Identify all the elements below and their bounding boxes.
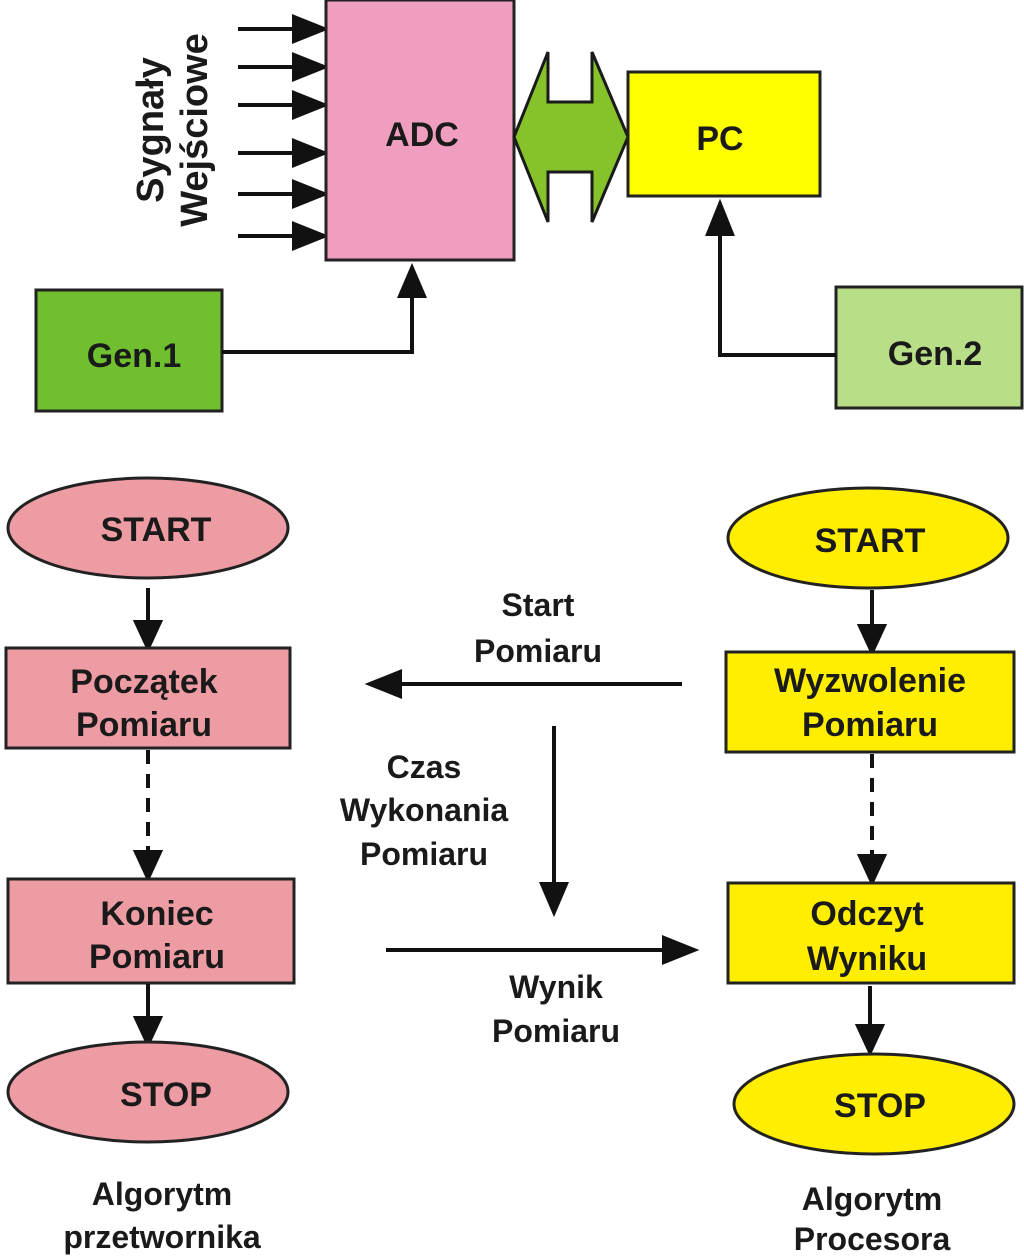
svg-text:Sygnały: Sygnały bbox=[130, 57, 172, 203]
input-signal-arrows bbox=[238, 14, 330, 251]
input-signals-label: Sygnały Wejściowe bbox=[130, 33, 216, 227]
svg-text:przetwornika: przetwornika bbox=[63, 1219, 261, 1255]
svg-text:Początek: Początek bbox=[70, 663, 217, 701]
input-signal-arrow bbox=[238, 221, 330, 251]
svg-text:ADC: ADC bbox=[385, 116, 459, 154]
svg-text:Wejściowe: Wejściowe bbox=[174, 33, 216, 227]
svg-text:Pomiaru: Pomiaru bbox=[360, 836, 488, 872]
svg-text:Gen.2: Gen.2 bbox=[888, 335, 982, 373]
pc-block: PC bbox=[626, 70, 822, 198]
processor-dashed-arrow bbox=[856, 754, 888, 887]
svg-text:Algorytm: Algorytm bbox=[802, 1181, 942, 1217]
svg-text:Pomiaru: Pomiaru bbox=[492, 1013, 620, 1049]
start-measurement-message: Start Pomiaru bbox=[474, 587, 602, 669]
gen1-to-adc-connector bbox=[222, 262, 428, 354]
processor-read-step: Odczyt Wyniku bbox=[726, 881, 1016, 985]
svg-text:Wyniku: Wyniku bbox=[807, 940, 927, 978]
converter-start-terminal: START bbox=[6, 476, 290, 580]
svg-text:Pomiaru: Pomiaru bbox=[76, 706, 212, 744]
input-signal-arrow bbox=[238, 14, 330, 44]
input-signal-arrow bbox=[238, 179, 330, 209]
svg-text:PC: PC bbox=[696, 120, 743, 158]
processor-flow-arrow-2 bbox=[854, 986, 886, 1057]
input-signal-arrow bbox=[238, 138, 330, 168]
adc-box bbox=[324, 0, 516, 262]
processor-trigger-step: Wyzwolenie Pomiaru bbox=[724, 650, 1016, 754]
start-measurement-arrow bbox=[364, 669, 682, 699]
svg-text:START: START bbox=[815, 522, 926, 560]
gen2-to-pc-connector bbox=[705, 198, 836, 357]
converter-stop-terminal: STOP bbox=[6, 1040, 290, 1144]
converter-algorithm-caption: Algorytm przetwornika bbox=[63, 1176, 261, 1255]
processor-stop-terminal: STOP bbox=[732, 1052, 1016, 1156]
svg-text:Wykonania: Wykonania bbox=[340, 792, 509, 828]
svg-text:Pomiaru: Pomiaru bbox=[89, 938, 225, 976]
converter-flow-arrow-1 bbox=[132, 588, 164, 653]
input-signal-arrow bbox=[238, 52, 330, 82]
svg-text:Start: Start bbox=[502, 587, 575, 623]
svg-text:Procesora: Procesora bbox=[794, 1221, 951, 1257]
converter-flow-arrow-2 bbox=[132, 984, 164, 1049]
svg-text:Wyzwolenie: Wyzwolenie bbox=[774, 662, 966, 700]
adc-block: ADC bbox=[324, 0, 516, 262]
svg-text:Pomiaru: Pomiaru bbox=[802, 706, 938, 744]
gen2-block: Gen.2 bbox=[834, 285, 1024, 410]
adc-pc-bus-arrow bbox=[512, 51, 630, 223]
svg-text:Odczyt: Odczyt bbox=[810, 895, 923, 933]
gen2-box bbox=[834, 285, 1024, 410]
svg-text:START: START bbox=[101, 511, 212, 549]
converter-dashed-arrow bbox=[132, 750, 164, 883]
svg-text:Pomiaru: Pomiaru bbox=[474, 633, 602, 669]
svg-text:Algorytm: Algorytm bbox=[92, 1176, 232, 1212]
measurement-result-message: Wynik Pomiaru bbox=[492, 969, 620, 1049]
svg-text:STOP: STOP bbox=[120, 1076, 212, 1114]
gen1-box bbox=[34, 288, 224, 413]
svg-text:Wynik: Wynik bbox=[509, 969, 603, 1005]
converter-end-step: Koniec Pomiaru bbox=[6, 877, 296, 985]
svg-text:Koniec: Koniec bbox=[100, 895, 213, 933]
execution-time-arrow bbox=[538, 726, 570, 918]
gen1-block: Gen.1 bbox=[34, 288, 224, 413]
processor-start-terminal: START bbox=[726, 486, 1010, 590]
processor-flow-arrow-1 bbox=[856, 590, 888, 657]
converter-begin-step: Początek Pomiaru bbox=[4, 646, 292, 750]
measurement-result-arrow bbox=[386, 935, 700, 965]
execution-time-label: Czas Wykonania Pomiaru bbox=[340, 749, 509, 872]
input-signal-arrow bbox=[238, 90, 330, 120]
svg-text:Czas: Czas bbox=[387, 749, 462, 785]
svg-text:STOP: STOP bbox=[834, 1087, 926, 1125]
pc-box bbox=[626, 70, 822, 198]
processor-algorithm-caption: Algorytm Procesora bbox=[794, 1181, 951, 1257]
svg-text:Gen.1: Gen.1 bbox=[87, 337, 181, 375]
